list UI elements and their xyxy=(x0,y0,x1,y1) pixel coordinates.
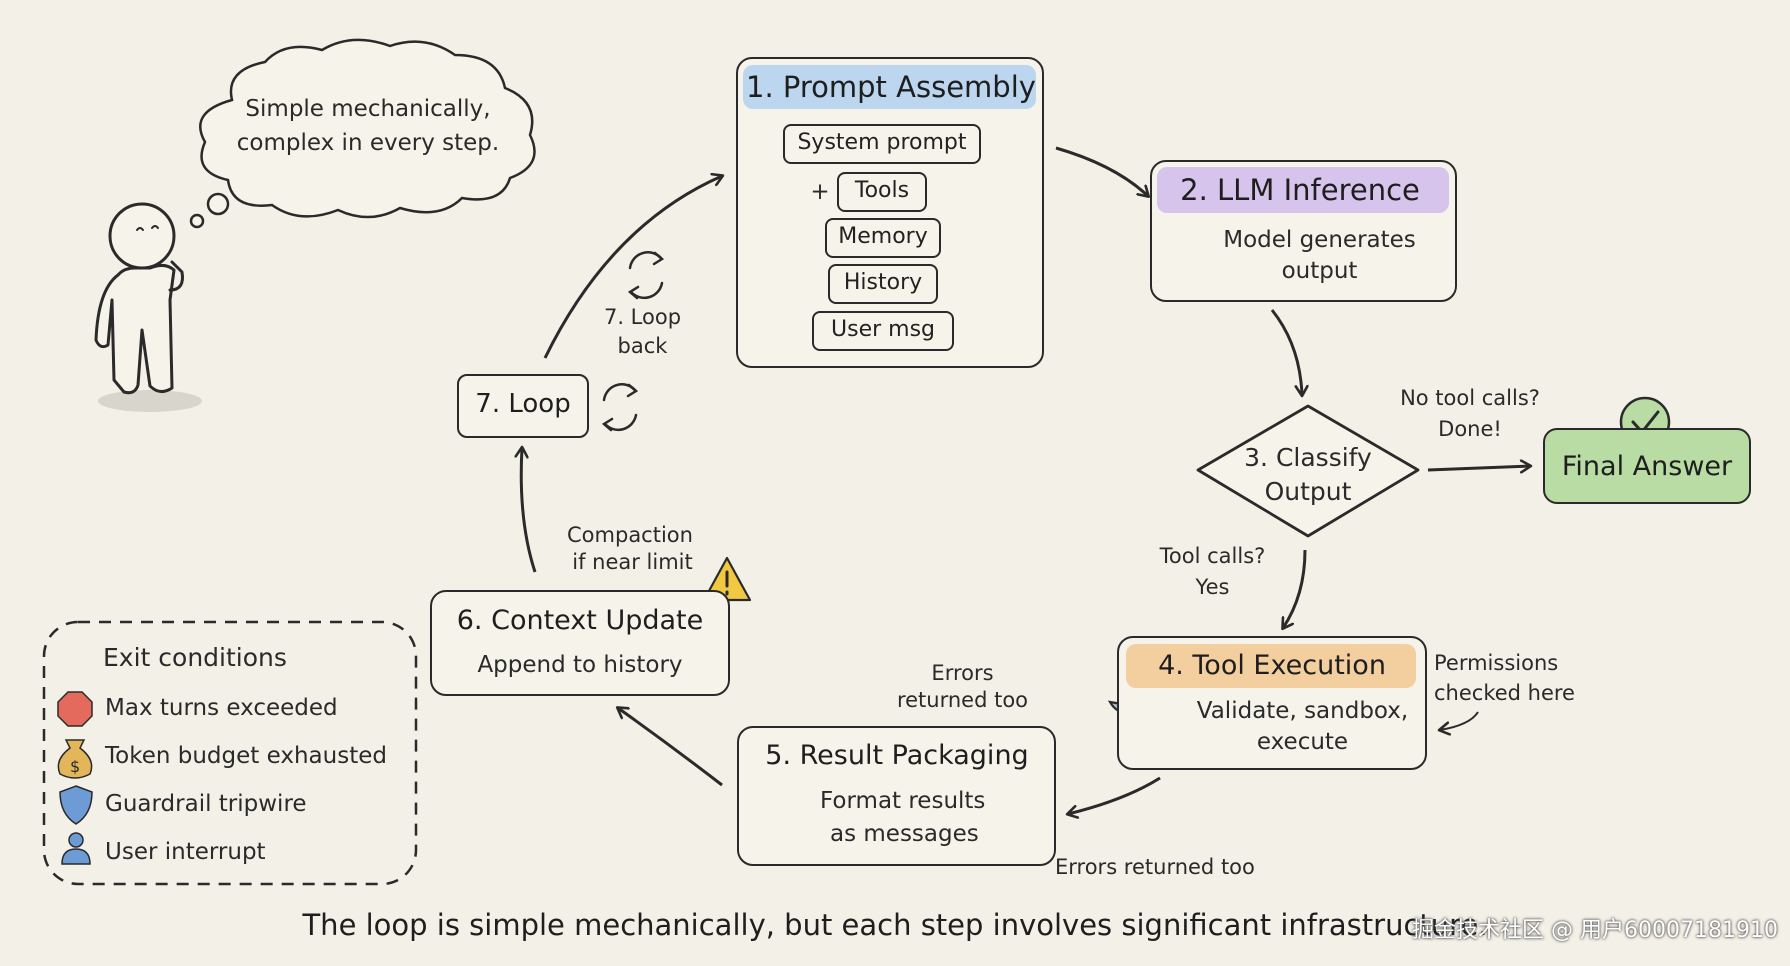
tool-execution-line-1: Validate, sandbox, xyxy=(1196,698,1409,724)
svg-text:$: $ xyxy=(70,757,80,776)
context-update-title: 6. Context Update xyxy=(456,605,704,636)
pill-user-msg: User msg xyxy=(812,311,954,351)
plus-sign: + xyxy=(810,179,830,205)
arrow-classify-to-final xyxy=(1427,466,1530,470)
pill-tools: Tools xyxy=(837,172,927,212)
prompt-assembly-highlight xyxy=(743,65,1036,109)
result-packaging-line-2: as messages xyxy=(830,821,979,847)
exit-conditions-frame xyxy=(42,620,418,886)
pill-history: History xyxy=(828,264,938,304)
arrow-tool-to-result xyxy=(1068,776,1161,814)
result-packaging-box xyxy=(737,726,1056,866)
permissions-line-1: Permissions xyxy=(1434,651,1559,675)
shield-icon xyxy=(59,785,93,825)
llm-inference-highlight xyxy=(1157,167,1449,213)
classify-line-2: Output xyxy=(1264,477,1352,506)
result-packaging-line-1: Format results xyxy=(820,788,986,814)
errors-bottom: Errors returned too xyxy=(1055,855,1255,879)
loop-back-line-2: back xyxy=(617,334,668,358)
thought-cloud xyxy=(199,38,536,219)
loop-icon-lower xyxy=(601,383,639,432)
arrow-context-to-loop xyxy=(521,448,537,573)
tool-calls-line-1: Tool calls? xyxy=(1159,544,1266,568)
tool-calls-line-2: Yes xyxy=(1195,575,1230,599)
thought-line-1: Simple mechanically, xyxy=(245,96,491,122)
loop-icon-upper xyxy=(627,251,665,300)
tool-execution-line-2: execute xyxy=(1256,729,1349,755)
final-answer-box xyxy=(1543,428,1751,504)
result-packaging-title: 5. Result Packaging xyxy=(765,740,1029,771)
exit-item-user-interrupt: User interrupt xyxy=(105,839,266,865)
tool-execution-highlight xyxy=(1126,644,1416,688)
errors-top-line-2: returned too xyxy=(896,688,1029,712)
arrow-llm-to-classify xyxy=(1270,309,1302,395)
arrow-loop-to-prompt xyxy=(543,176,722,359)
user-icon xyxy=(61,832,91,865)
exit-item-max-turns: Max turns exceeded xyxy=(105,695,338,721)
thought-dot-large xyxy=(206,192,230,216)
arrow-classify-to-tool xyxy=(1283,549,1307,628)
arrow-permissions xyxy=(1440,711,1479,730)
thought-line-2: complex in every step. xyxy=(236,130,500,156)
loop-back-line-1: 7. Loop xyxy=(603,305,682,329)
thought-dot-small xyxy=(189,213,205,229)
llm-inference-line-1: Model generates xyxy=(1223,227,1416,253)
exit-conditions-title: Exit conditions xyxy=(103,643,287,672)
tool-execution-title: 4. Tool Execution xyxy=(1158,650,1386,681)
final-answer-label: Final Answer xyxy=(1561,451,1733,482)
loop-label: 7. Loop xyxy=(475,389,571,419)
arrow-result-to-context xyxy=(618,708,723,787)
llm-inference-title: 2. LLM Inference xyxy=(1180,173,1420,207)
money-bag-icon: $ xyxy=(57,739,93,779)
context-update-line-1: Append to history xyxy=(477,652,683,678)
llm-inference-line-2: output xyxy=(1281,258,1358,284)
context-update-box xyxy=(430,590,730,696)
pill-memory: Memory xyxy=(825,218,941,258)
stop-octagon-icon xyxy=(57,691,93,727)
errors-top-line-1: Errors xyxy=(931,661,994,685)
no-tool-calls-line-2: Done! xyxy=(1438,417,1502,441)
classify-line-1: 3. Classify xyxy=(1244,443,1372,472)
no-tool-calls-line-1: No tool calls? xyxy=(1400,386,1540,410)
prompt-assembly-title: 1. Prompt Assembly xyxy=(746,70,1036,104)
thinking-person-icon xyxy=(94,202,202,412)
pill-system-prompt: System prompt xyxy=(783,124,981,164)
watermark: 掘金技术社区 @ 用户60007181910 xyxy=(1412,918,1778,943)
compaction-line-2: if near limit xyxy=(572,550,693,574)
loop-box xyxy=(457,374,589,438)
permissions-line-2: checked here xyxy=(1434,681,1575,705)
exit-item-token-budget: Token budget exhausted xyxy=(105,743,387,769)
arrow-prompt-to-llm xyxy=(1055,146,1148,196)
caption: The loop is simple mechanically, but eac… xyxy=(302,908,1488,942)
exit-item-guardrail: Guardrail tripwire xyxy=(105,791,307,817)
compaction-line-1: Compaction xyxy=(567,523,693,547)
classify-diamond xyxy=(1196,404,1420,538)
